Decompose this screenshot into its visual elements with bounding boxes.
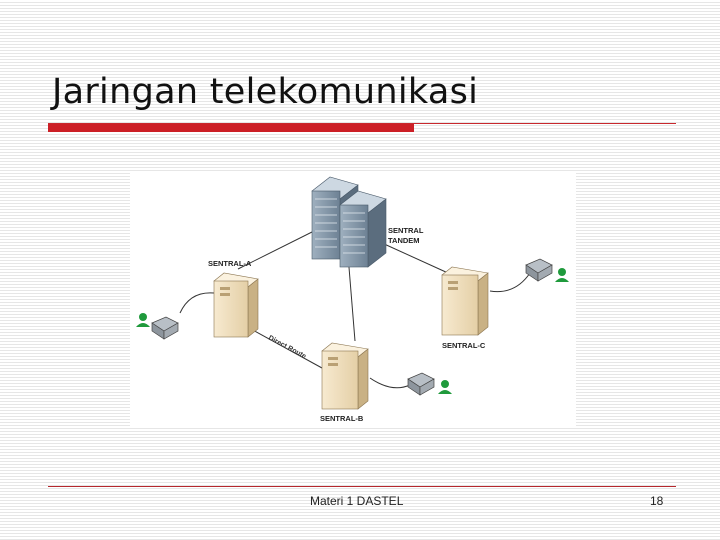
link-c-phone (489, 272, 531, 293)
page-number: 18 (650, 494, 664, 508)
title-accent-bar (48, 124, 414, 132)
sentral-tandem-label-line2: TANDEM (388, 236, 420, 245)
link-b-phone (369, 377, 411, 389)
sentral-c-label: SENTRAL-C (442, 341, 486, 350)
link-a-phone (179, 292, 215, 314)
slide-title: Jaringan telekomunikasi (52, 72, 479, 112)
link-c-tandem (381, 242, 449, 274)
sentral-a-server-icon (213, 272, 259, 338)
link-lines (179, 227, 531, 389)
link-a-tandem (237, 227, 321, 270)
direct-route-label: Direct Route (267, 335, 307, 361)
sentral-tandem-label-line1: SENTRAL (388, 226, 424, 235)
sentral-tandem-rack-icon (311, 176, 387, 268)
sentral-b-server-icon (321, 342, 369, 410)
link-b-tandem (347, 254, 356, 342)
title-divider (48, 123, 676, 124)
phone-user-icon-b (407, 372, 452, 396)
sentral-b-label: SENTRAL-B (320, 414, 364, 423)
footer-divider (48, 486, 676, 487)
footer-course-name: Materi 1 DASTEL (310, 494, 404, 508)
phone-user-icon-c (525, 258, 569, 282)
phone-user-icon-a (136, 313, 179, 340)
sentral-c-server-icon (441, 266, 489, 336)
sentral-a-label: SENTRAL-A (208, 259, 252, 268)
network-diagram: SENTRAL TANDEM SENTRAL-A SENTRAL-B SENTR… (130, 173, 576, 427)
